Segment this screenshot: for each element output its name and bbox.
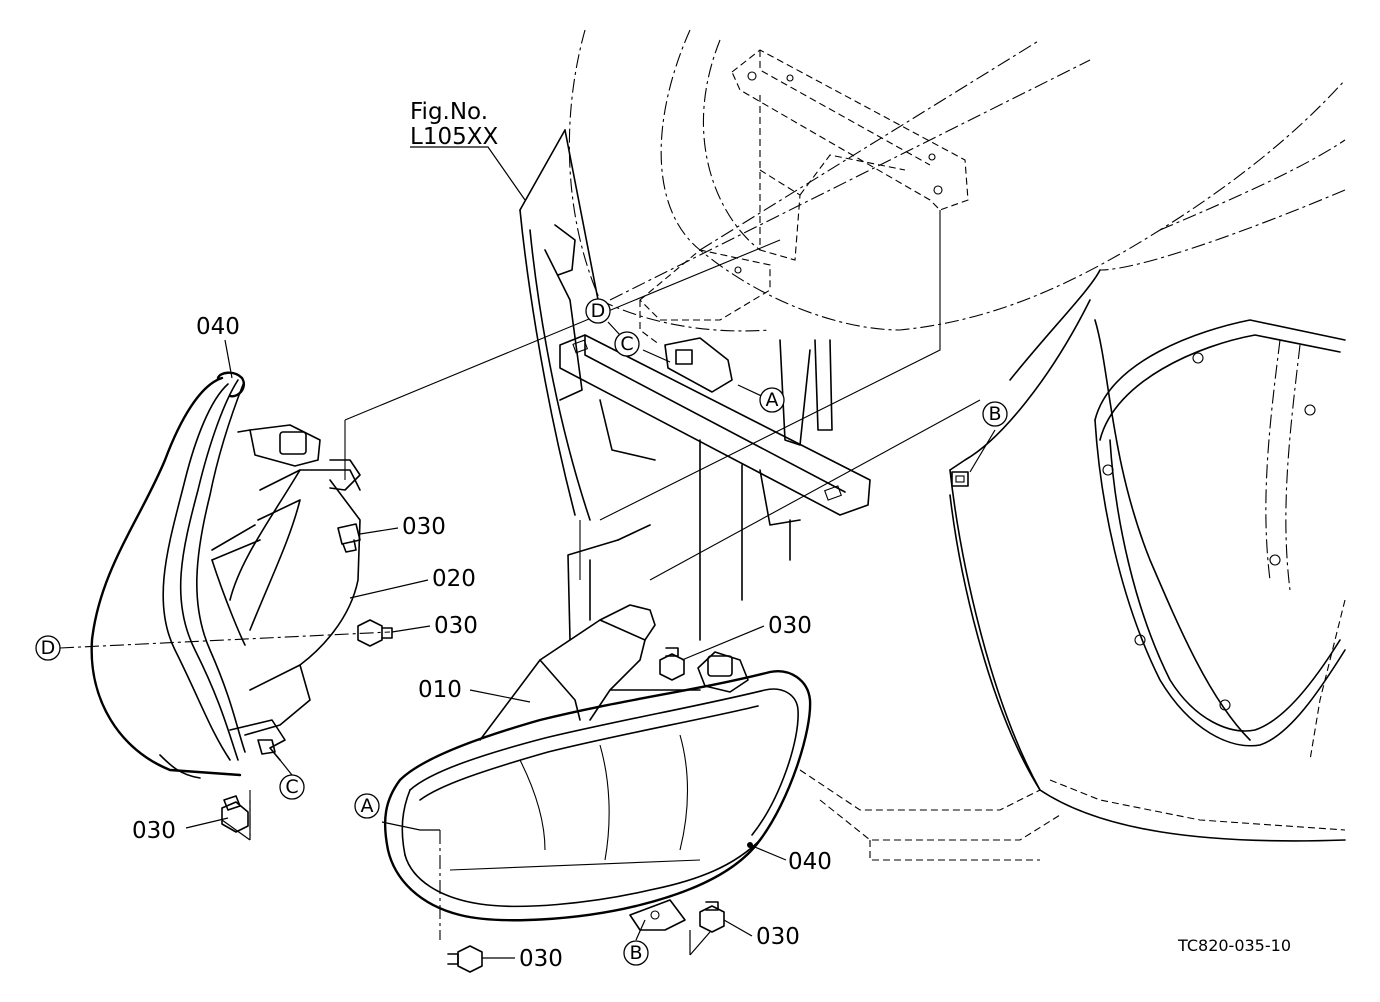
assembly-lines (59, 210, 981, 940)
svg-text:D: D (41, 637, 56, 659)
callout-left-screw-upper: 030 (402, 514, 446, 540)
callout-headlamp: 010 (418, 677, 462, 703)
ref-d-left: D (35, 635, 61, 661)
svg-text:C: C (620, 333, 633, 355)
ref-a-upper: A (759, 387, 785, 413)
ref-c-upper: C (614, 331, 640, 357)
drawing-number: TC820-035-10 (1177, 936, 1291, 955)
svg-text:D: D (591, 300, 606, 322)
callout-bracket: 020 (432, 566, 476, 592)
svg-text:B: B (988, 403, 1001, 425)
figure-reference-label: Fig.No. (410, 99, 488, 125)
callout-right-screw-bottom: 030 (519, 946, 563, 972)
left-headlamp (90, 371, 361, 779)
figure-reference-code: L105XX (410, 124, 498, 150)
callout-left-lens-gasket: 040 (196, 314, 240, 340)
right-screws (447, 647, 725, 973)
svg-text:C: C (285, 776, 298, 798)
callout-left-screw-mid: 030 (434, 613, 478, 639)
hood-body (519, 29, 1346, 861)
callout-right-lens-gasket: 040 (788, 849, 832, 875)
callout-right-screw-upper: 030 (768, 613, 812, 639)
svg-text:B: B (629, 942, 642, 964)
right-headlamp (383, 604, 812, 931)
ref-c-left: C (279, 774, 305, 800)
svg-text:A: A (766, 389, 779, 411)
callout-right-screw-side: 030 (756, 924, 800, 950)
ref-d-upper: D (585, 298, 611, 324)
svg-text:A: A (361, 795, 374, 817)
callout-left-screw-lower: 030 (132, 818, 176, 844)
left-screws (221, 523, 393, 833)
ref-b-lower: B (623, 940, 649, 966)
leader-lines (185, 146, 996, 959)
ref-a-lower: A (354, 793, 380, 819)
ref-b-upper: B (982, 401, 1008, 427)
